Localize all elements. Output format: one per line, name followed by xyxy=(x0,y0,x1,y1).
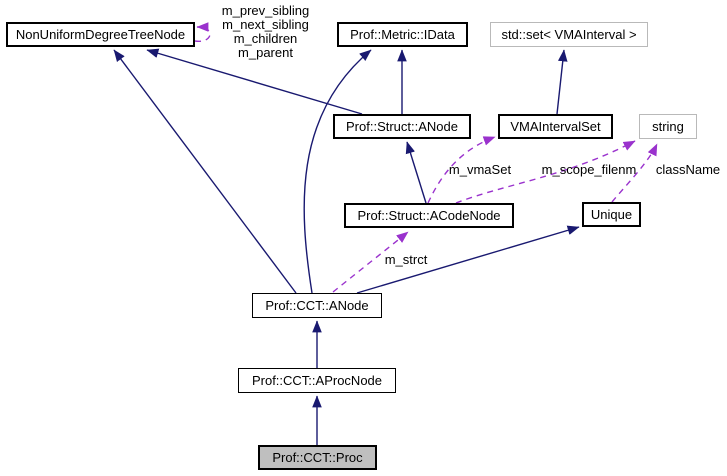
edge-label-sibling-members: m_prev_sibling m_next_sibling m_children… xyxy=(221,3,310,60)
edge-acodenode-to-vmaintervalset xyxy=(427,136,496,204)
edge-acodenode-to-struct-anode xyxy=(405,141,427,204)
node-prof-cct-aprocnode[interactable]: Prof::CCT::AProcNode xyxy=(238,368,396,393)
edge-struct-anode-to-nonuniformdegreetreenode xyxy=(146,48,363,115)
edge-label-m-scope-filenm: m_scope_filenm xyxy=(541,162,637,177)
edge-cct-anode-to-metric-idata xyxy=(303,49,372,294)
edge-cct-anode-to-acodenode xyxy=(332,231,409,293)
node-prof-struct-anode[interactable]: Prof::Struct::ANode xyxy=(333,114,471,139)
node-nonuniformdegreetreenode[interactable]: NonUniformDegreeTreeNode xyxy=(6,22,195,47)
node-vmaintervalset[interactable]: VMAIntervalSet xyxy=(498,114,613,139)
edge-label-m-vmaset: m_vmaSet xyxy=(448,162,512,177)
edge-selfloop-nonuniformdegreetreenode xyxy=(194,22,211,42)
edge-label-m-strct: m_strct xyxy=(384,252,428,267)
edge-cct-anode-to-unique xyxy=(356,225,580,294)
node-unique[interactable]: Unique xyxy=(582,202,641,227)
edge-cct-anode-to-nonuniformdegreetreenode xyxy=(113,49,297,294)
node-string: string xyxy=(639,114,697,139)
node-prof-struct-acodenode[interactable]: Prof::Struct::ACodeNode xyxy=(344,203,514,228)
node-prof-cct-anode[interactable]: Prof::CCT::ANode xyxy=(252,293,382,318)
node-std-set-vmainterval: std::set< VMAInterval > xyxy=(490,22,648,47)
edge-unique-to-string xyxy=(611,143,658,203)
node-prof-cct-proc: Prof::CCT::Proc xyxy=(258,445,377,470)
edge-vmaintervalset-to-stdset xyxy=(556,49,568,115)
edge-label-classname: className xyxy=(655,162,721,177)
node-prof-metric-idata[interactable]: Prof::Metric::IData xyxy=(337,22,468,47)
